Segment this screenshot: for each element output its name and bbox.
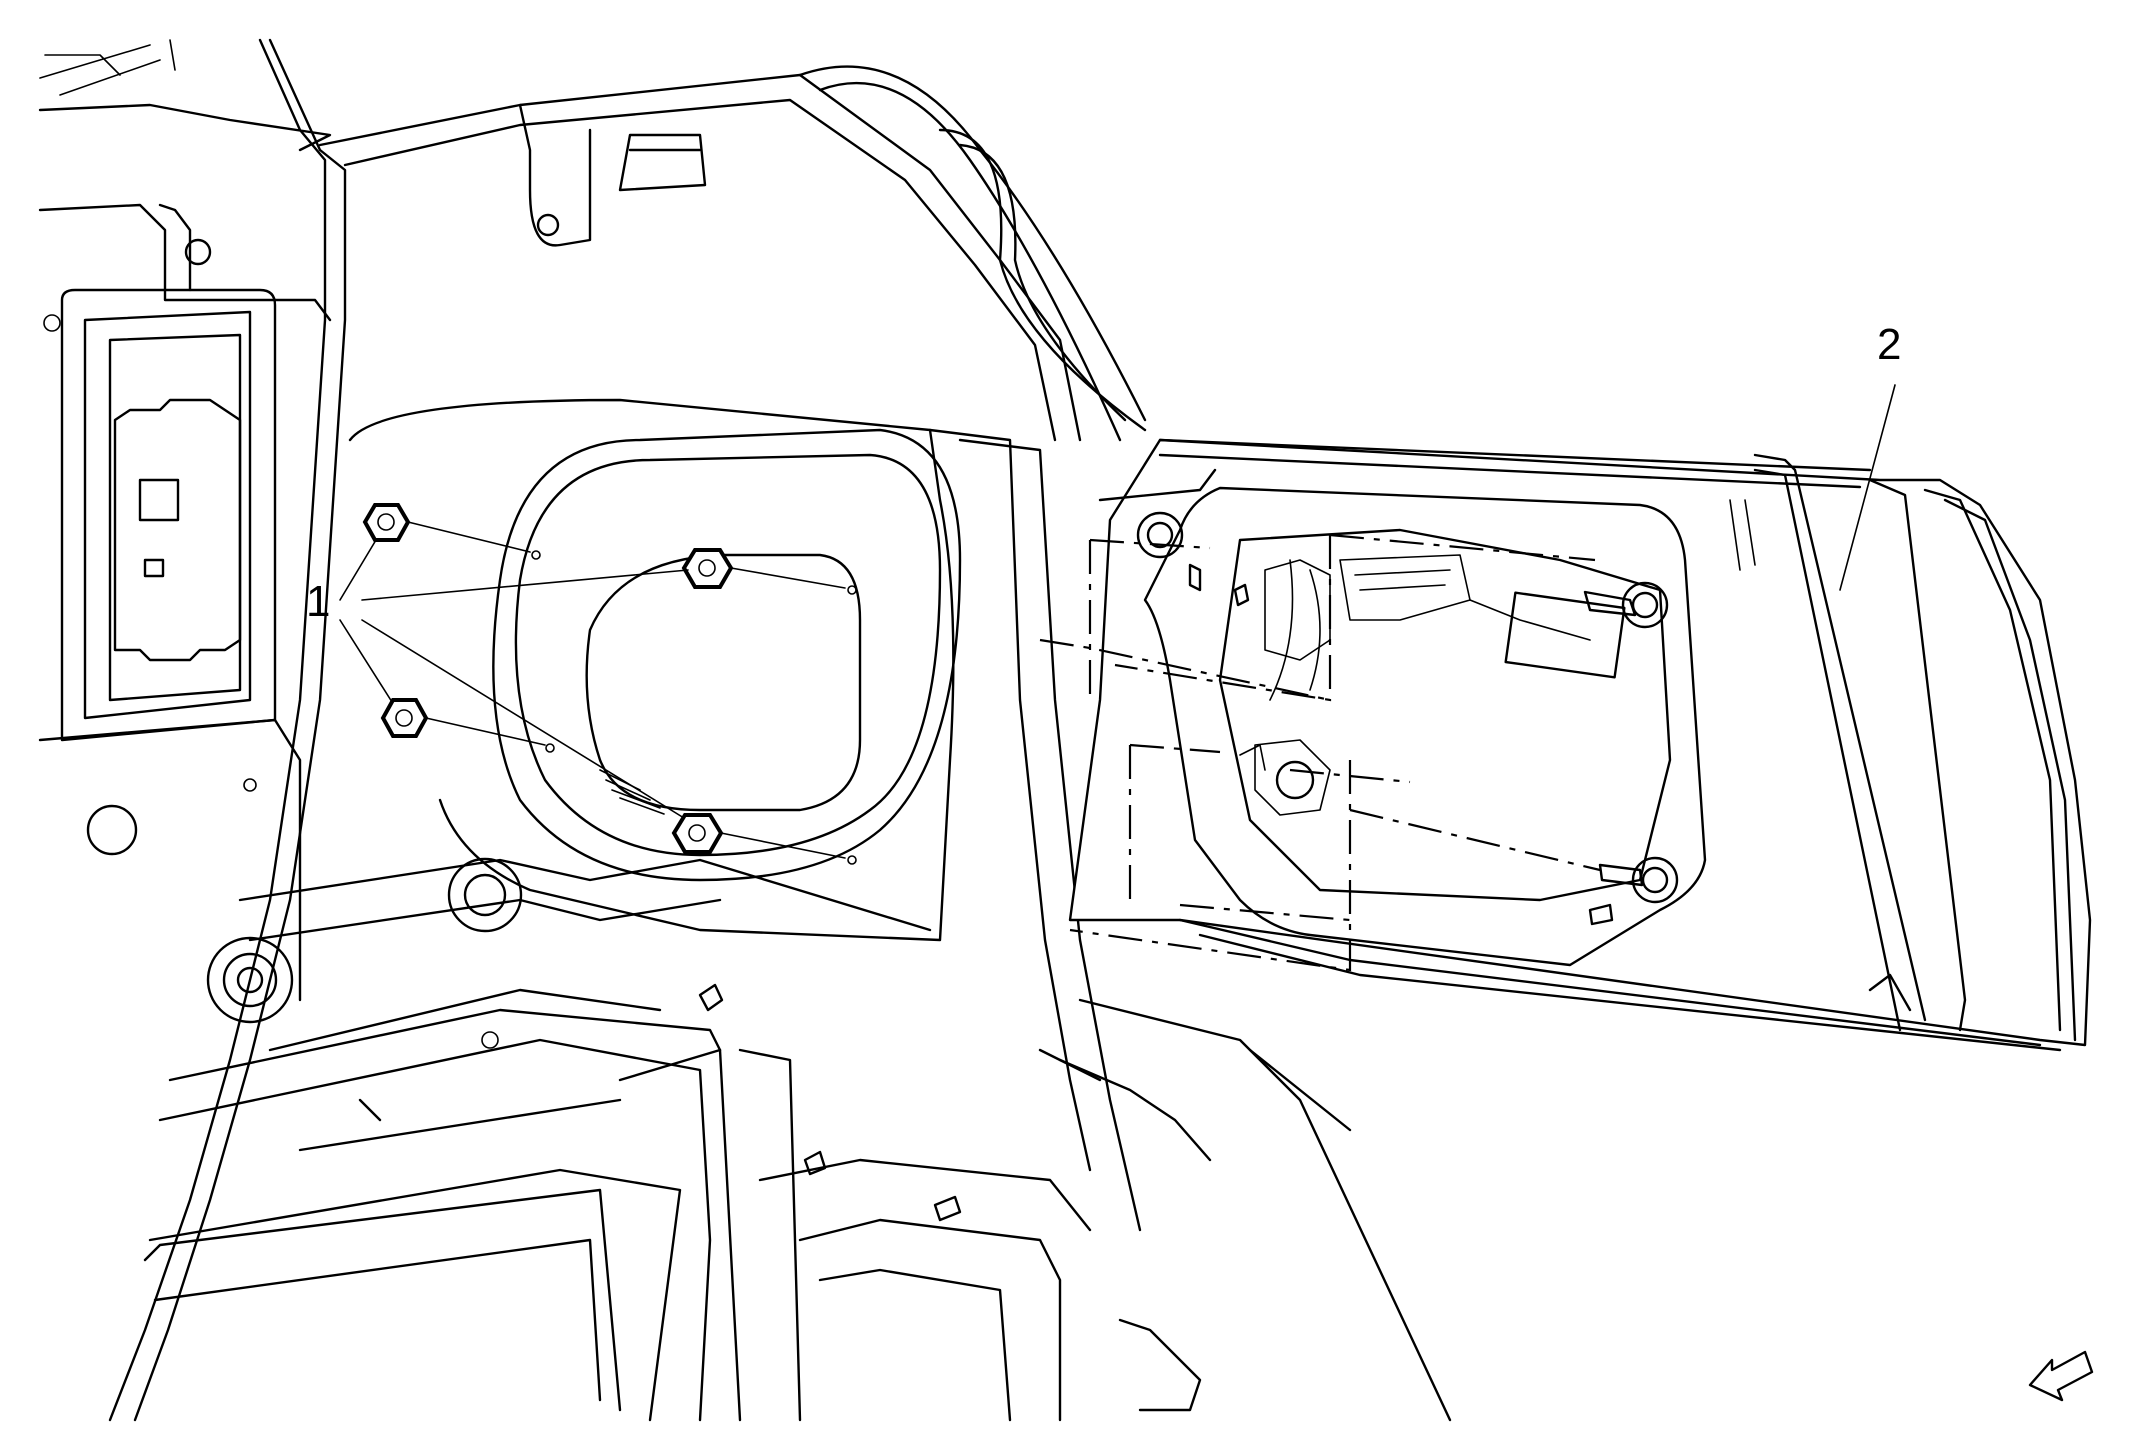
- fastener-nuts: [362, 503, 734, 854]
- latch-bracket: [60, 288, 277, 742]
- quarter-panel-structure: [318, 65, 1452, 1422]
- nut-upper-left: [362, 503, 411, 542]
- nut-upper-center: [681, 548, 734, 589]
- quarter-trim-panel: [1068, 438, 2092, 1052]
- callout-1-leaders: [339, 539, 689, 819]
- vehicle-body-left-structure: [38, 38, 962, 1422]
- fastener-guide-lines: [407, 521, 857, 865]
- callout-2-leader: [1839, 384, 1896, 591]
- trim-panel-callout-number: 2: [1877, 320, 1902, 369]
- alignment-guide-lines: [1039, 533, 1601, 972]
- nut-lower-left: [380, 698, 429, 738]
- fastener-callout-number: 1: [306, 577, 331, 626]
- nut-lower-center: [671, 813, 724, 854]
- view-direction-arrow-icon: [2028, 1350, 2094, 1402]
